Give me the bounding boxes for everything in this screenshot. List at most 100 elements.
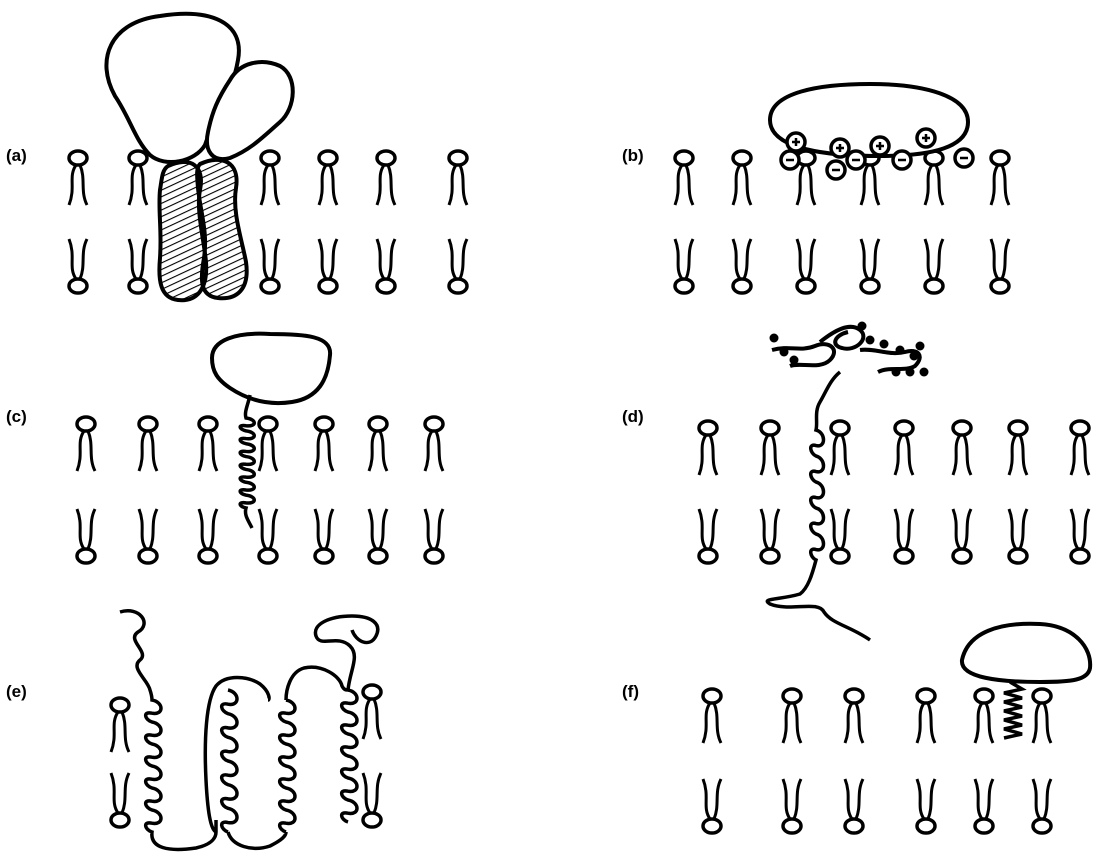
lipid-tail <box>69 165 76 205</box>
lipid-head <box>761 549 779 563</box>
lipid-tail <box>1009 509 1016 549</box>
lipid-tail <box>845 703 852 743</box>
lipid-tail <box>388 239 395 279</box>
anchor-helix <box>1004 682 1022 738</box>
lipid-tail <box>964 435 971 475</box>
lipid-tail <box>917 703 924 743</box>
lipid-tail <box>703 779 710 819</box>
lipid-tail <box>261 165 268 205</box>
phospholipid <box>1071 509 1089 563</box>
lipid-tail <box>315 509 322 549</box>
lipid-tail <box>326 431 333 471</box>
lipid-head <box>77 417 95 431</box>
lipid-tail <box>363 773 370 813</box>
lipid-tail <box>733 239 740 279</box>
lipid-tail <box>861 239 868 279</box>
lipid-tail <box>1082 435 1089 475</box>
phospholipid <box>363 685 381 739</box>
phospholipid <box>319 239 337 293</box>
lipid-tail <box>1071 435 1078 475</box>
phospholipid <box>261 151 279 205</box>
lipid-tail <box>139 431 146 471</box>
phospholipid <box>319 151 337 205</box>
lipid-tail <box>686 239 693 279</box>
sugar-residue <box>906 368 915 377</box>
lipid-tail <box>895 509 902 549</box>
lipid-tail <box>1009 435 1016 475</box>
phospholipid <box>675 151 693 205</box>
lipid-tail <box>449 239 456 279</box>
lipid-tail <box>380 509 387 549</box>
lipid-head <box>449 151 467 165</box>
lipid-head <box>69 279 87 293</box>
polypeptide-chain <box>120 611 378 850</box>
lipid-tail <box>1033 703 1040 743</box>
lipid-tail <box>1020 509 1027 549</box>
lipid-tail <box>856 703 863 743</box>
sugar-residue <box>896 346 905 355</box>
lipid-tail <box>363 699 370 739</box>
lipid-tail <box>140 239 147 279</box>
lipid-head <box>733 151 751 165</box>
membrane-proteins <box>106 14 1090 850</box>
phospholipid <box>861 239 879 293</box>
lipid-head <box>1033 819 1051 833</box>
phospholipid <box>761 509 779 563</box>
phospholipid <box>761 421 779 475</box>
lipid-tail <box>374 773 381 813</box>
lipid-tail <box>906 509 913 549</box>
lipid-tail <box>129 239 136 279</box>
phospholipid <box>953 421 971 475</box>
lipid-head <box>975 819 993 833</box>
phospholipid <box>261 239 279 293</box>
lipid-head <box>199 417 217 431</box>
lipid-tail <box>699 435 706 475</box>
phospholipid <box>1009 421 1027 475</box>
lipid-tail <box>928 703 935 743</box>
lipid-tail <box>425 431 432 471</box>
phospholipid <box>425 417 443 471</box>
lipid-head <box>369 417 387 431</box>
lipid-tail <box>436 509 443 549</box>
lipid-tail <box>714 779 721 819</box>
lipid-head <box>1033 689 1051 703</box>
lipid-tail <box>895 435 902 475</box>
lipid-tail <box>377 239 384 279</box>
lipid-tail <box>259 431 266 471</box>
phospholipid <box>377 239 395 293</box>
phospholipid <box>369 417 387 471</box>
lipid-tail <box>272 165 279 205</box>
lipid-head <box>761 421 779 435</box>
phospholipid <box>377 151 395 205</box>
lipid-head <box>675 151 693 165</box>
lipid-tail <box>111 712 118 752</box>
lipid-head <box>259 417 277 431</box>
phospholipid <box>699 509 717 563</box>
lipid-head <box>377 279 395 293</box>
phospholipid <box>77 509 95 563</box>
phospholipid <box>925 239 943 293</box>
lipid-head <box>315 417 333 431</box>
phospholipid <box>675 239 693 293</box>
phospholipid <box>831 509 849 563</box>
phospholipid <box>845 779 863 833</box>
lipid-tail <box>199 431 206 471</box>
lipid-tail <box>270 431 277 471</box>
lipid-tail <box>797 165 804 205</box>
lipid-tail <box>772 509 779 549</box>
lipid-tail <box>783 779 790 819</box>
lipid-tail <box>986 779 993 819</box>
lipid-tail <box>906 435 913 475</box>
lipid-head <box>1009 549 1027 563</box>
lipid-head <box>139 549 157 563</box>
lipid-tail <box>928 779 935 819</box>
phospholipid <box>77 417 95 471</box>
lipid-tail <box>319 165 326 205</box>
lipid-tail <box>872 165 879 205</box>
lipid-tail <box>139 509 146 549</box>
lipid-head <box>319 279 337 293</box>
lipid-tail <box>80 165 87 205</box>
lipid-tail <box>936 165 943 205</box>
lipid-tail <box>842 435 849 475</box>
lipid-tail <box>129 165 136 205</box>
